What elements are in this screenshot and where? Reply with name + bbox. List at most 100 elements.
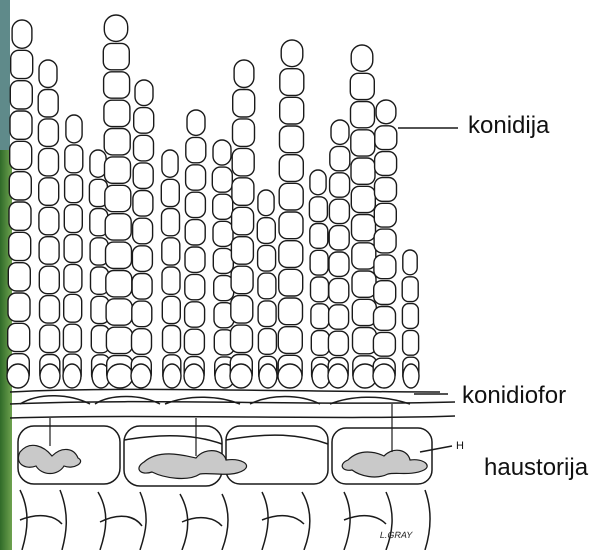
conidium-cell xyxy=(231,237,253,265)
conidium-cell xyxy=(375,152,397,176)
conidium-cell xyxy=(10,111,32,139)
conidium-cell xyxy=(374,229,396,253)
conidium-cell xyxy=(39,178,59,206)
conidium-cell xyxy=(104,72,130,98)
conidium-cell xyxy=(106,327,132,353)
conidium-cell xyxy=(373,332,395,356)
conidium-cell xyxy=(331,120,349,144)
conidium-cell xyxy=(232,178,254,206)
conidium-cell xyxy=(234,60,254,88)
conidiophore-foot-cell xyxy=(63,364,81,388)
conidium-cell xyxy=(281,40,303,67)
conidium-cell xyxy=(8,293,30,321)
conidiophore-foot-cell xyxy=(278,364,302,388)
conidium-cell xyxy=(351,186,375,212)
conidium-cell xyxy=(402,277,418,302)
conidium-cell xyxy=(161,179,179,206)
conidium-cell xyxy=(104,129,130,155)
conidium-cell xyxy=(65,145,83,173)
haustoria-shapes xyxy=(18,445,427,478)
conidium-cell xyxy=(132,274,152,300)
conidium-cell xyxy=(40,325,60,353)
conidium-cell xyxy=(162,150,178,177)
marker-h: H xyxy=(456,440,464,452)
conidium-cell xyxy=(231,266,253,294)
conidium-cell xyxy=(8,263,30,291)
conidium-cell xyxy=(232,207,254,235)
conidium-cell xyxy=(39,266,59,294)
conidium-cell xyxy=(258,329,276,355)
conidium-cell xyxy=(104,15,127,41)
label-haustoria: haustorija xyxy=(484,456,588,480)
conidium-cell xyxy=(375,178,397,202)
conidium-cell xyxy=(213,248,233,273)
slate-side-bar xyxy=(0,0,10,150)
conidium-cell xyxy=(185,274,205,299)
conidium-cell xyxy=(258,190,274,216)
conidium-cell xyxy=(351,130,375,156)
conidium-cell xyxy=(330,173,350,197)
conidium-cell xyxy=(258,273,276,299)
conidium-cell xyxy=(258,245,276,271)
conidium-cell xyxy=(374,307,396,331)
conidium-cell xyxy=(233,119,255,146)
conidium-cell xyxy=(132,246,152,272)
conidium-cell xyxy=(310,250,328,275)
leader-haustoria xyxy=(420,446,452,452)
haustorium-necks xyxy=(50,404,392,456)
conidia-chains xyxy=(7,15,419,388)
conidium-cell xyxy=(8,323,30,351)
conidium-cell xyxy=(279,241,303,268)
conidium-cell xyxy=(65,175,83,203)
conidium-cell xyxy=(39,148,59,176)
conidium-cell xyxy=(186,137,206,162)
conidium-cell xyxy=(328,331,348,355)
conidium-cell xyxy=(280,97,304,124)
conidium-cell xyxy=(64,264,82,292)
conidium-cell xyxy=(103,43,129,69)
label-conidia: konidija xyxy=(468,114,549,138)
conidium-cell xyxy=(38,90,58,118)
conidium-cell xyxy=(134,108,154,134)
conidium-cell xyxy=(64,294,82,322)
conidium-cell xyxy=(329,278,349,302)
conidium-cell xyxy=(231,296,253,324)
conidium-cell xyxy=(185,302,205,327)
conidium-cell xyxy=(66,115,82,143)
conidium-cell xyxy=(64,205,82,233)
conidium-cell xyxy=(311,277,329,302)
conidium-cell xyxy=(132,329,152,355)
conidium-cell xyxy=(279,298,303,325)
conidium-cell xyxy=(39,60,57,88)
conidium-cell xyxy=(278,327,302,354)
conidium-cell xyxy=(39,207,59,235)
conidium-cell xyxy=(213,221,233,246)
artist-signature: L.GRAY xyxy=(379,530,413,540)
conidium-cell xyxy=(162,209,180,236)
conidium-cell xyxy=(163,326,181,353)
conidium-cell xyxy=(184,329,204,354)
conidium-cell xyxy=(40,296,60,324)
conidium-cell xyxy=(352,215,376,241)
conidium-cell xyxy=(162,238,180,265)
conidium-cell xyxy=(257,218,275,244)
conidium-cell xyxy=(329,252,349,276)
conidium-cell xyxy=(212,167,232,192)
conidium-cell xyxy=(135,80,153,106)
conidium-cell xyxy=(39,237,59,265)
conidium-cell xyxy=(186,165,206,190)
conidiophore-foot-cell xyxy=(163,364,181,388)
conidium-cell xyxy=(233,90,255,118)
conidium-cell xyxy=(9,172,31,200)
conidium-cell xyxy=(403,330,419,355)
conidium-cell xyxy=(38,119,58,146)
conidium-cell xyxy=(10,81,32,109)
conidium-cell xyxy=(330,146,350,170)
conidiophore-foot-cell xyxy=(184,364,204,388)
conidium-cell xyxy=(105,214,131,240)
conidiophore-foot-cell xyxy=(328,364,348,388)
conidiophore-foot-cell xyxy=(40,364,60,388)
conidium-cell xyxy=(106,299,132,325)
conidium-cell xyxy=(133,191,153,217)
